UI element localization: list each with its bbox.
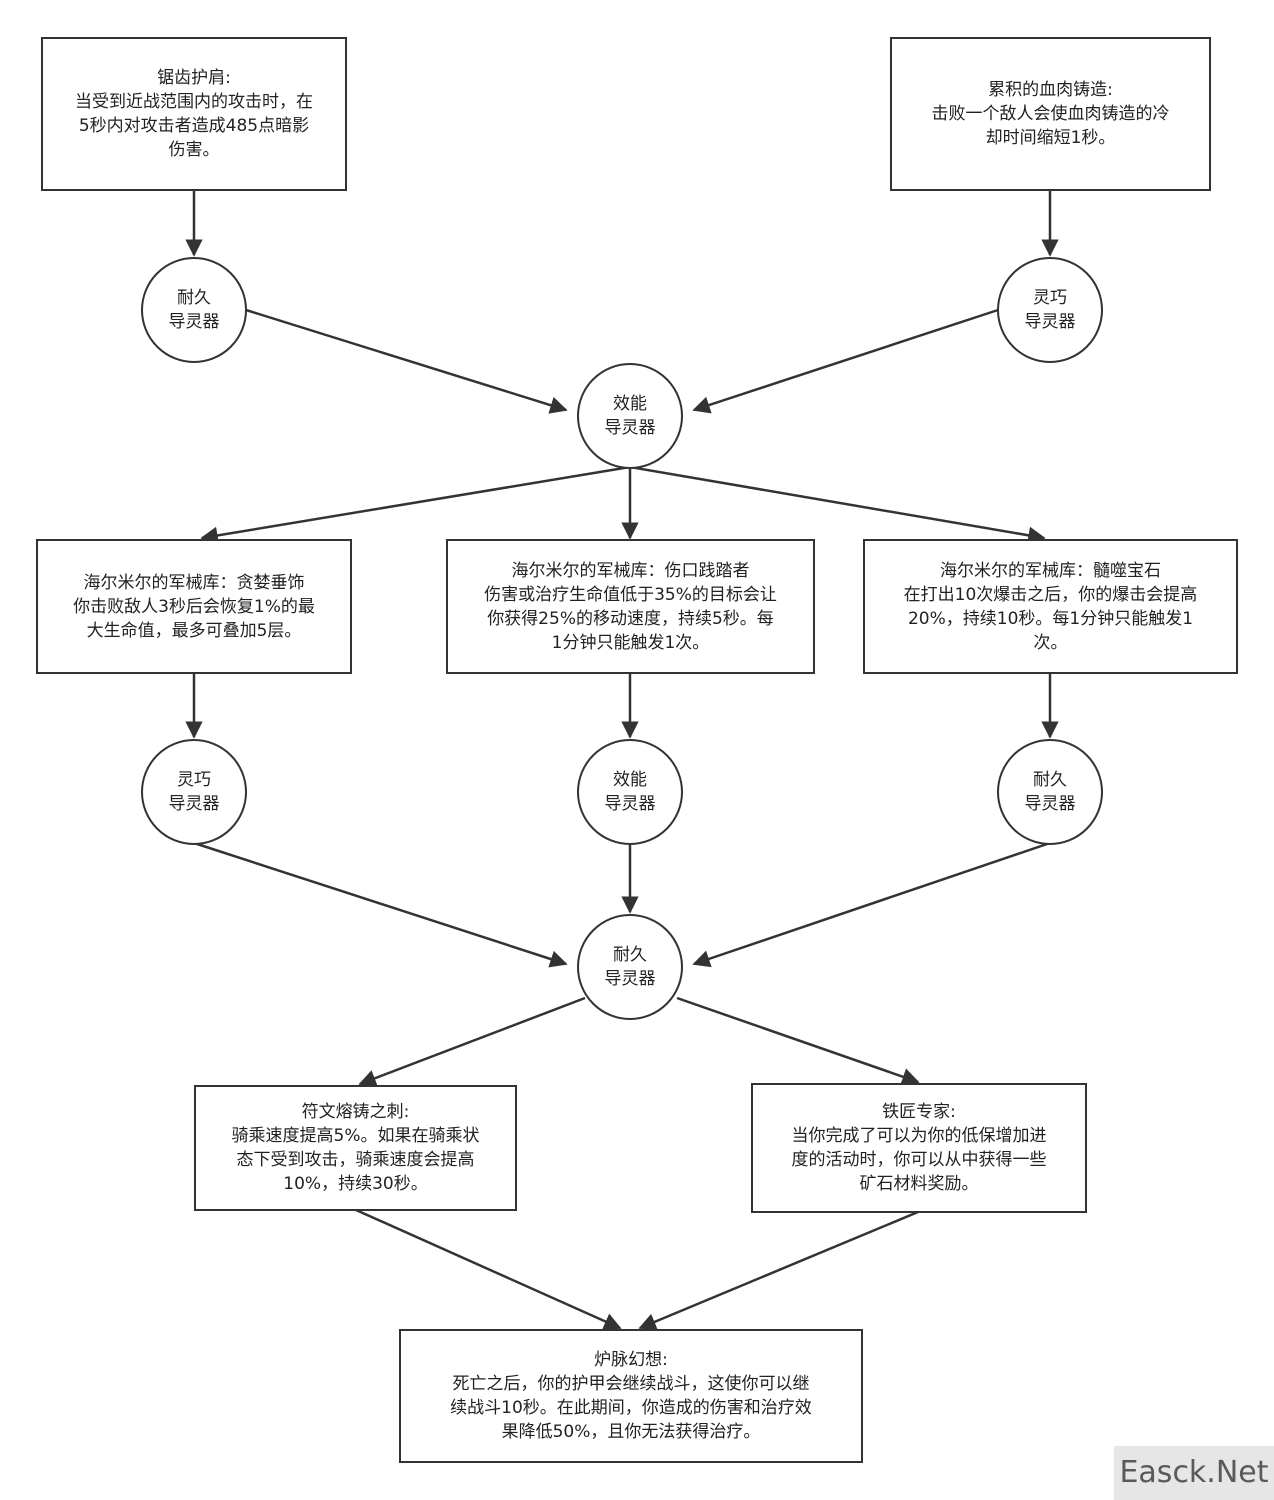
edge-c3-box5	[629, 465, 1046, 544]
conduit-label: 导灵器	[604, 418, 656, 438]
conduit-type: 灵巧	[1033, 288, 1067, 308]
node-forgeborne-reveries: 炉脉幻想: 死亡之后，你的护甲会继续战斗，这使你可以继 续战斗10秒。在此期间，…	[399, 1329, 863, 1463]
conduit-label: 导灵器	[1024, 794, 1076, 814]
conduit-endurance-center: 耐久 导灵器	[577, 914, 683, 1020]
conduit-finesse-top: 灵巧 导灵器	[997, 257, 1103, 363]
node-title: 海尔米尔的军械库：髓噬宝石	[940, 560, 1161, 581]
node-fleshcraft: 累积的血肉铸造: 击败一个敌人会使血肉铸造的冷 却时间缩短1秒。	[890, 37, 1211, 191]
node-runeforged-spurs: 符文熔铸之刺: 骑乘速度提高5%。如果在骑乘状 态下受到攻击，骑乘速度会提高 1…	[194, 1085, 517, 1211]
node-text-line: 矿石材料奖励。	[859, 1174, 979, 1194]
node-title: 铁匠专家:	[882, 1102, 956, 1122]
conduit-type: 效能	[613, 770, 647, 790]
node-text-line: 在打出10次爆击之后，你的爆击会提高	[903, 584, 1198, 605]
node-text-line: 果降低50%，且你无法获得治疗。	[501, 1422, 761, 1442]
node-text-line: 却时间缩短1秒。	[985, 128, 1116, 148]
node-serrated-spaulders: 锯齿护肩: 当受到近战范围内的攻击时，在 5秒内对攻击者造成485点暗影 伤害。	[41, 37, 347, 191]
node-title: 海尔米尔的军械库：贪婪垂饰	[83, 572, 305, 593]
node-text-line: 击败一个敌人会使血肉铸造的冷	[931, 104, 1170, 124]
node-text-line: 死亡之后，你的护甲会继续战斗，这使你可以继	[452, 1374, 810, 1394]
conduit-label: 导灵器	[604, 969, 656, 989]
node-text-line: 次。	[1033, 632, 1068, 653]
node-title: 锯齿护肩:	[157, 68, 231, 88]
node-text-line: 当受到近战范围内的攻击时，在	[75, 92, 313, 112]
edge-c3-box3	[200, 465, 631, 545]
conduit-type: 耐久	[1033, 770, 1067, 790]
node-text-line: 大生命值，最多可叠加5层。	[86, 620, 302, 641]
edge-box6-box8	[355, 1208, 622, 1330]
edge-c2-c3	[692, 308, 999, 414]
node-text-line: 5秒内对攻击者造成485点暗影	[78, 116, 310, 136]
node-text-line: 骑乘速度提高5%。如果在骑乘状	[231, 1126, 480, 1146]
conduit-label: 导灵器	[168, 794, 220, 814]
node-title: 海尔米尔的军械库：伤口践踏者	[511, 560, 750, 581]
conduit-type: 效能	[613, 394, 647, 414]
conduit-finesse-mid: 灵巧 导灵器	[141, 739, 247, 845]
node-text-line: 态下受到攻击，骑乘速度会提高	[236, 1150, 475, 1170]
conduit-potency-top: 效能 导灵器	[577, 363, 683, 469]
edge-c6-c7	[692, 841, 1051, 968]
conduit-type: 灵巧	[177, 770, 211, 790]
conduit-label: 导灵器	[1024, 312, 1076, 332]
node-text-line: 续战斗10秒。在此期间，你造成的伤害和治疗效	[450, 1398, 812, 1418]
edge-c7-box6	[358, 996, 586, 1087]
node-text-line: 当你完成了可以为你的低保增加进	[791, 1126, 1047, 1146]
node-title: 符文熔铸之刺:	[301, 1102, 410, 1122]
conduit-label: 导灵器	[604, 794, 656, 814]
node-text-line: 伤害或治疗生命值低于35%的目标会让	[484, 584, 777, 605]
conduit-label: 导灵器	[168, 312, 220, 332]
conduit-endurance-mid: 耐久 导灵器	[997, 739, 1103, 845]
edge-c7-box7	[676, 996, 920, 1086]
edge-box7-box8	[638, 1210, 919, 1331]
conduit-potency-mid: 效能 导灵器	[577, 739, 683, 845]
node-title: 炉脉幻想:	[594, 1350, 668, 1370]
node-text-line: 你击败敌人3秒后会恢复1%的最	[73, 596, 315, 617]
node-text-line: 20%，持续10秒。每1分钟只能触发1	[907, 608, 1194, 629]
node-text-line: 10%，持续30秒。	[283, 1174, 428, 1194]
node-marrow-gem: 海尔米尔的军械库：髓噬宝石 在打出10次爆击之后，你的爆击会提高 20%，持续1…	[863, 539, 1238, 674]
edge-c4-c7	[193, 841, 568, 968]
node-text-line: 你获得25%的移动速度，持续5秒。每	[487, 608, 774, 629]
node-title: 累积的血肉铸造:	[988, 80, 1113, 100]
conduit-type: 耐久	[613, 945, 647, 965]
node-master-smith: 铁匠专家: 当你完成了可以为你的低保增加进 度的活动时，你可以从中获得一些 矿石…	[751, 1083, 1087, 1213]
node-wound-trampler: 海尔米尔的军械库：伤口践踏者 伤害或治疗生命值低于35%的目标会让 你获得25%…	[446, 539, 815, 674]
edge-c1-c3	[245, 308, 568, 414]
node-text-line: 1分钟只能触发1次。	[551, 632, 710, 653]
conduit-type: 耐久	[177, 288, 211, 308]
node-text-line: 伤害。	[168, 140, 220, 160]
node-greedy-pendant: 海尔米尔的军械库：贪婪垂饰 你击败敌人3秒后会恢复1%的最 大生命值，最多可叠加…	[36, 539, 352, 674]
watermark-logo: Easck.Net	[1114, 1446, 1274, 1500]
node-text-line: 度的活动时，你可以从中获得一些	[791, 1150, 1047, 1170]
conduit-endurance-top: 耐久 导灵器	[141, 257, 247, 363]
